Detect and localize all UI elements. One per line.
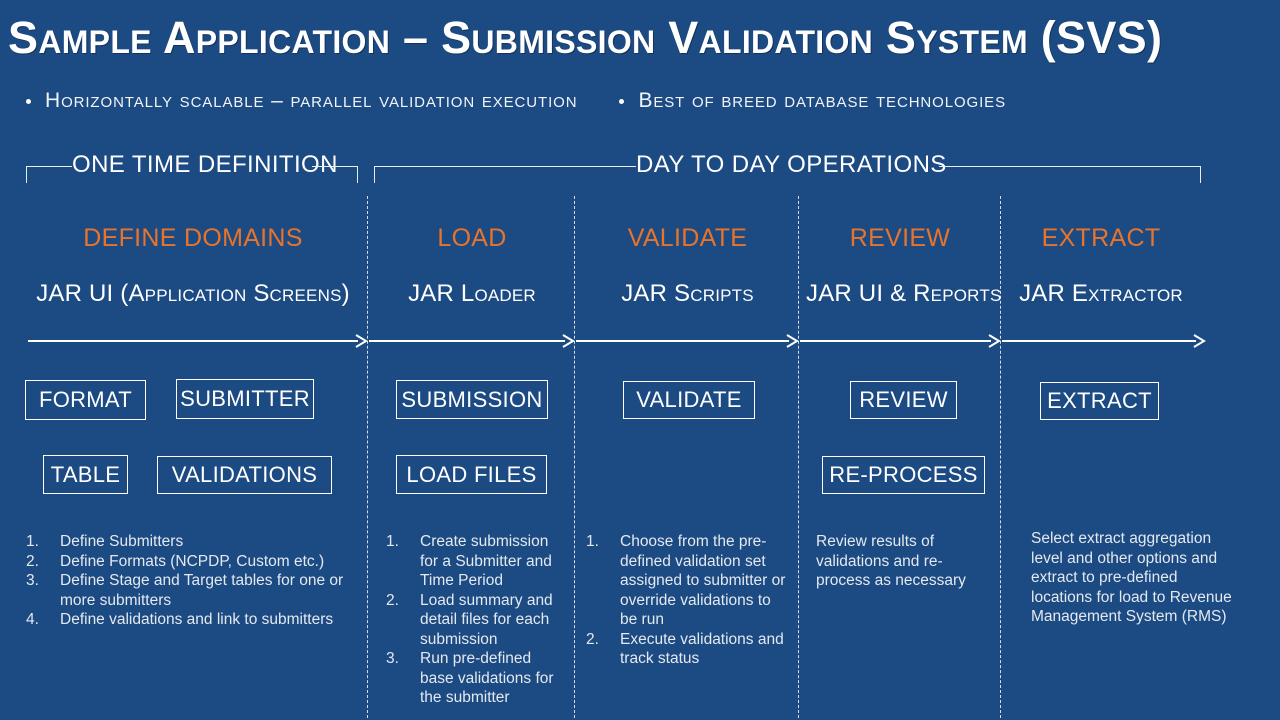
column-stage-label-extract: EXTRACT — [1041, 224, 1161, 252]
column-stage-label-load: LOAD — [437, 224, 507, 252]
bracket-tick-right — [357, 166, 358, 183]
list-item: 2. Define Formats (NCPDP, Custom etc.) — [26, 552, 356, 572]
subtitle-bullet-label: Horizontally scalable – parallel validat… — [45, 89, 578, 112]
flow-arrow-segment — [576, 332, 799, 350]
list-item: 4. Define validations and link to submitt… — [26, 610, 356, 630]
entity-box-submitter[interactable]: SUBMITTER — [176, 379, 314, 419]
page-title: Sample Application – Submission Validati… — [8, 12, 1163, 63]
column-tech-label-define-domains: JAR UI (Application Screens) — [36, 280, 350, 307]
list-text: Create submission for a Submitter and Ti… — [420, 533, 552, 589]
entity-box-extract[interactable]: EXTRACT — [1040, 382, 1159, 420]
list-text: Define Formats (NCPDP, Custom etc.) — [60, 552, 325, 570]
list-number: 3. — [26, 572, 39, 589]
notes-define-domains: 1. Define Submitters 2. Define Formats (NC… — [26, 532, 356, 630]
arrow-shaft — [369, 340, 565, 342]
phase-bracket-one-time-definition: ONE TIME DEFINITION — [26, 148, 358, 184]
notes-list: 1. Define Submitters 2. Define Formats (NC… — [26, 532, 356, 630]
entity-box-validations[interactable]: VALIDATIONS — [157, 456, 332, 494]
notes-list: 1. Create submission for a Submitter and … — [386, 532, 562, 708]
entity-box-submission[interactable]: SUBMISSION — [396, 380, 548, 419]
subtitle-bullet-item: Best of breed database technologies — [619, 89, 1006, 113]
bracket-tick-left — [26, 166, 27, 183]
list-number: 4. — [26, 611, 39, 628]
list-number: 2. — [26, 552, 39, 570]
list-number: 1. — [586, 533, 599, 550]
list-item: 3. Define Stage and Target tables for one… — [26, 571, 356, 610]
entity-box-re-process[interactable]: RE-PROCESS — [822, 456, 985, 494]
column-stage-label-define-domains: DEFINE DOMAINS — [83, 224, 303, 252]
list-item: 1. Define Submitters — [26, 532, 356, 552]
bracket-line-left — [26, 166, 72, 167]
notes-validate: 1. Choose from the pre-defined validation… — [586, 532, 791, 669]
flow-arrow-segment — [28, 332, 368, 350]
entity-box-validate[interactable]: VALIDATE — [623, 381, 755, 419]
flow-arrow-segment — [800, 332, 1001, 350]
entity-box-format[interactable]: FORMAT — [25, 380, 146, 420]
list-number: 3. — [386, 650, 399, 667]
list-text: Define Submitters — [60, 533, 184, 550]
list-item: 1. Create submission for a Submitter and … — [386, 532, 562, 591]
list-number: 1. — [26, 533, 39, 550]
column-stage-label-review: REVIEW — [849, 224, 951, 252]
notes-review: Review results of validations and re-pro… — [816, 532, 991, 591]
flow-arrow-segment — [1002, 332, 1206, 350]
arrow-head-icon — [1192, 334, 1206, 348]
bracket-tick-right — [1200, 166, 1201, 183]
entity-box-review[interactable]: REVIEW — [850, 381, 957, 419]
list-item: 2. Load summary and detail files for each… — [386, 591, 562, 650]
list-text: Choose from the pre-defined validation s… — [620, 533, 786, 628]
phase-bracket-day-to-day-operations: DAY TO DAY OPERATIONS — [374, 148, 1201, 184]
arrow-shaft — [28, 340, 358, 342]
column-divider — [798, 196, 799, 718]
arrow-shaft — [1002, 340, 1196, 342]
subtitle-bullet-label: Best of breed database technologies — [638, 89, 1006, 112]
list-number: 2. — [386, 591, 399, 609]
list-item: 2. Execute validations and track status — [586, 630, 791, 669]
entity-box-table[interactable]: TABLE — [43, 455, 128, 494]
list-text: Load summary and detail files for each s… — [420, 591, 553, 648]
notes-paragraph: Select extract aggregation level and oth… — [1031, 530, 1232, 625]
arrow-head-icon — [561, 334, 575, 348]
column-tech-label-validate: JAR Scripts — [621, 280, 754, 307]
column-divider — [1000, 196, 1001, 718]
notes-list: 1. Choose from the pre-defined validation… — [586, 532, 791, 669]
column-tech-label-extract: JAR Extractor — [1019, 280, 1183, 307]
bullet-dot-icon — [619, 98, 625, 104]
column-divider — [367, 196, 368, 718]
list-number: 1. — [386, 533, 399, 550]
list-text: Define validations and link to submitter… — [60, 611, 334, 628]
subtitle-bullet-item: Horizontally scalable – parallel validat… — [26, 89, 577, 113]
bracket-line-right — [939, 166, 1200, 167]
list-text: Run pre-defined base validations for the… — [420, 650, 554, 706]
bracket-line-right — [312, 166, 358, 167]
arrow-shaft — [800, 340, 991, 342]
column-tech-label-load: JAR Loader — [408, 280, 536, 307]
arrow-head-icon — [354, 334, 368, 348]
arrow-head-icon — [785, 334, 799, 348]
list-text: Execute validations and track status — [620, 630, 784, 668]
subtitle-bullet-list: Horizontally scalable – parallel validat… — [26, 86, 1256, 116]
entity-box-load-files[interactable]: LOAD FILES — [396, 455, 547, 494]
column-stage-label-validate: VALIDATE — [627, 224, 748, 252]
notes-load: 1. Create submission for a Submitter and … — [386, 532, 562, 708]
flow-arrow-segment — [369, 332, 575, 350]
list-text: Define Stage and Target tables for one o… — [60, 572, 344, 609]
list-number: 2. — [586, 630, 599, 648]
arrow-head-icon — [987, 334, 1001, 348]
phase-label: ONE TIME DEFINITION — [72, 151, 338, 178]
list-item: 1. Choose from the pre-defined validation… — [586, 532, 791, 630]
bullet-dot-icon — [26, 98, 31, 104]
column-tech-label-review: JAR UI & Reports — [806, 280, 1002, 307]
notes-extract: Select extract aggregation level and oth… — [1031, 529, 1238, 627]
arrow-shaft — [576, 340, 789, 342]
bracket-line-left — [374, 166, 636, 167]
list-item: 3. Run pre-defined base validations for t… — [386, 649, 562, 708]
bracket-tick-left — [374, 166, 375, 183]
notes-paragraph: Review results of validations and re-pro… — [816, 533, 966, 589]
phase-label: DAY TO DAY OPERATIONS — [636, 151, 947, 178]
column-divider — [574, 196, 575, 718]
